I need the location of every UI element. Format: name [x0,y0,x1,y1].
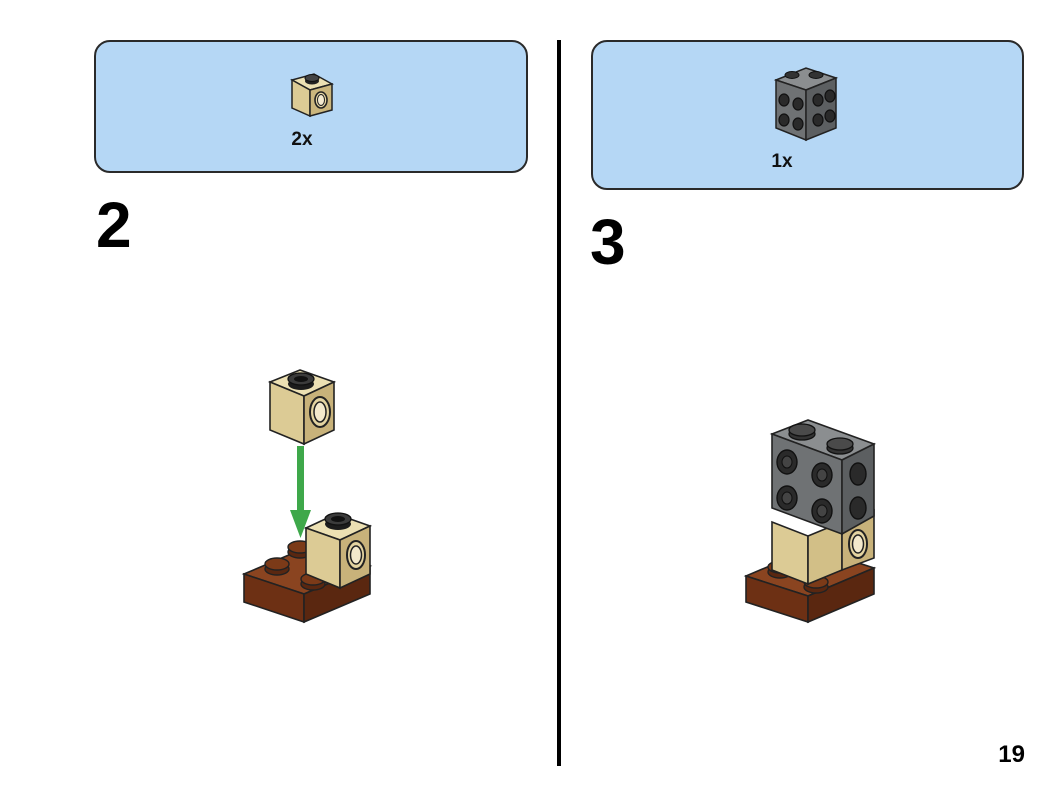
falling-tan-brick [267,369,337,446]
step-3-build-illustration [743,419,877,624]
part-quantity: 2x [291,129,313,150]
placed-tan-brick [303,512,373,590]
step-number: 3 [590,206,626,278]
step-2-build-illustration [241,369,373,624]
dark-gray-brick-icon [773,67,839,142]
step-number: 2 [96,189,132,261]
page-number: 19 [998,741,1025,768]
part-quantity: 1x [771,151,793,172]
column-divider [557,40,561,766]
dark-gray-brick [769,419,877,536]
placement-arrow-icon [290,446,311,538]
tan-technic-brick-icon [290,73,334,118]
